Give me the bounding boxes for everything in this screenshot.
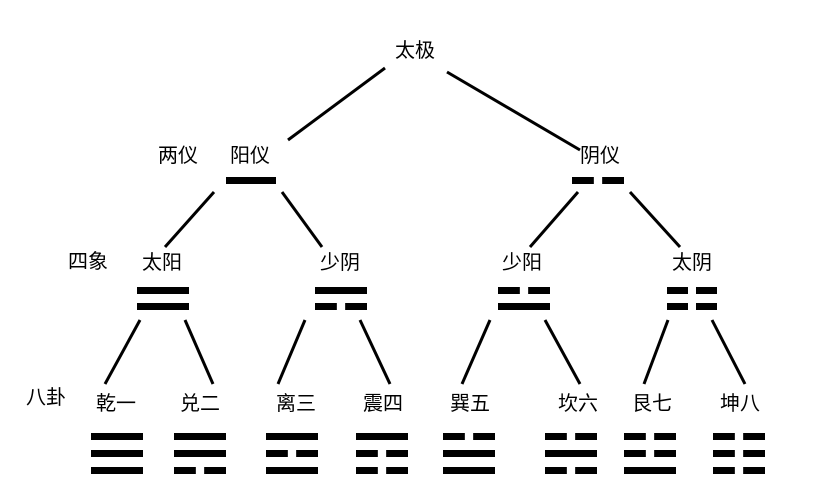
sixiang-symbol-2-yin-line-right xyxy=(528,287,550,294)
connector-root-yang xyxy=(287,66,386,142)
bagua-label-qian: 乾一 xyxy=(96,391,136,415)
bagua-symbol-6-yin-line-left xyxy=(624,450,646,457)
connector-taiyin-kun xyxy=(710,319,747,385)
connector-shaoyin-li xyxy=(276,319,307,385)
bagua-symbol-3-yin-line-left xyxy=(356,467,378,474)
sixiang-symbol-1-yang-line xyxy=(315,287,367,294)
connector-taiyang-qian xyxy=(103,319,142,385)
bagua-symbol-6-yin-line-left xyxy=(624,433,646,440)
row-label-bagua: 八卦 xyxy=(26,385,66,409)
sixiang-label-shaoyin: 少阴 xyxy=(320,250,360,274)
connector-root-yin xyxy=(446,70,581,152)
bagua-symbol-7-yin-line-left xyxy=(713,467,735,474)
bagua-symbol-0-yang-line xyxy=(91,450,143,457)
bagua-symbol-7-yin-line-right xyxy=(743,467,765,474)
bagua-symbol-3-yin-line-left xyxy=(356,450,378,457)
bagua-symbol-2-yang-line xyxy=(266,433,318,440)
sixiang-symbol-3-yin-line-right xyxy=(696,287,717,294)
row-label-liangyi: 两仪 xyxy=(158,143,198,167)
bagua-label-xun: 巽五 xyxy=(450,391,490,415)
sixiang-symbol-3-yin-line-left xyxy=(667,287,688,294)
root-label: 太极 xyxy=(395,38,435,62)
sixiang-label-shaoyang: 少阳 xyxy=(502,250,542,274)
connector-taiyin-gen xyxy=(642,319,670,385)
bagua-symbol-4-yang-line xyxy=(443,467,495,474)
bagua-symbol-5-yin-line-left xyxy=(545,467,567,474)
bagua-symbol-6-yang-line xyxy=(624,467,676,474)
sixiang-symbol-0-yang-line xyxy=(137,287,189,294)
bagua-symbol-6-yin-line-right xyxy=(654,450,676,457)
sixiang-symbol-1-yin-line-left xyxy=(315,303,337,310)
sixiang-label-taiyang: 太阳 xyxy=(142,250,182,274)
bagua-symbol-1-yang-line xyxy=(174,433,226,440)
bagua-symbol-3-yin-line-right xyxy=(386,467,408,474)
bagua-symbol-0-yang-line xyxy=(91,433,143,440)
connector-yin-shaoyang xyxy=(528,191,580,248)
sixiang-symbol-0-yang-line xyxy=(137,303,189,310)
bagua-symbol-3-yin-line-right xyxy=(386,450,408,457)
bagua-symbol-6-yin-line-right xyxy=(654,433,676,440)
bagua-label-kan: 坎六 xyxy=(558,391,598,415)
bagua-label-kun: 坤八 xyxy=(720,391,760,415)
bagua-symbol-4-yin-line-right xyxy=(473,433,495,440)
liangyi-label-yin: 阴仪 xyxy=(580,143,620,167)
liangyi-yang-symbol-yang-line xyxy=(226,177,276,184)
bagua-symbol-4-yang-line xyxy=(443,450,495,457)
bagua-symbol-7-yin-line-right xyxy=(743,450,765,457)
bagua-label-li: 离三 xyxy=(276,391,316,415)
connector-yang-shaoyin xyxy=(280,191,324,248)
liangyi-label-yang: 阳仪 xyxy=(230,143,270,167)
bagua-symbol-5-yin-line-right xyxy=(575,467,597,474)
connector-yang-taiyang xyxy=(163,191,216,248)
bagua-label-dui: 兑二 xyxy=(180,391,220,415)
bagua-symbol-2-yang-line xyxy=(266,467,318,474)
sixiang-label-taiyin: 太阴 xyxy=(672,250,712,274)
bagua-symbol-2-yin-line-right xyxy=(296,450,318,457)
sixiang-symbol-2-yin-line-left xyxy=(498,287,520,294)
bagua-symbol-5-yin-line-left xyxy=(545,433,567,440)
bagua-symbol-5-yin-line-right xyxy=(575,433,597,440)
bagua-label-gen: 艮七 xyxy=(632,391,672,415)
connector-taiyang-dui xyxy=(183,319,215,385)
sixiang-symbol-3-yin-line-right xyxy=(696,303,717,310)
bagua-symbol-1-yin-line-right xyxy=(204,467,226,474)
connector-shaoyang-kan xyxy=(543,319,582,385)
sixiang-symbol-1-yin-line-right xyxy=(345,303,367,310)
bagua-symbol-5-yang-line xyxy=(545,450,597,457)
bagua-symbol-7-yin-line-left xyxy=(713,450,735,457)
sixiang-symbol-2-yang-line xyxy=(498,303,550,310)
liangyi-yin-symbol-yin-line-left xyxy=(572,177,594,184)
bagua-symbol-2-yin-line-left xyxy=(266,450,288,457)
connector-yin-taiyin xyxy=(628,190,682,249)
bagua-symbol-1-yang-line xyxy=(174,450,226,457)
bagua-symbol-4-yin-line-left xyxy=(443,433,465,440)
sixiang-symbol-3-yin-line-left xyxy=(667,303,688,310)
bagua-symbol-0-yang-line xyxy=(91,467,143,474)
liangyi-yin-symbol-yin-line-right xyxy=(602,177,624,184)
bagua-symbol-3-yang-line xyxy=(356,433,408,440)
bagua-symbol-7-yin-line-left xyxy=(713,433,735,440)
connector-shaoyin-zhen xyxy=(358,319,392,385)
bagua-symbol-7-yin-line-right xyxy=(743,433,765,440)
connector-shaoyang-xun xyxy=(460,319,492,385)
row-label-sixiang: 四象 xyxy=(68,249,108,273)
bagua-symbol-1-yin-line-left xyxy=(174,467,196,474)
bagua-label-zhen: 震四 xyxy=(363,391,403,415)
